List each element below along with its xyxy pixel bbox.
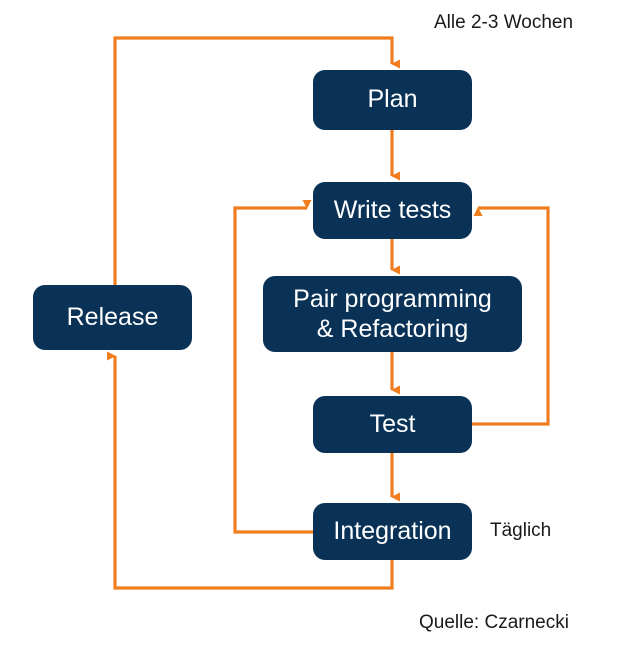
node-pair-programming-label-line1: Pair programming [293,284,492,313]
node-integration[interactable]: Integration [313,503,472,560]
edge-release-to-plan [113,36,400,285]
node-test[interactable]: Test [313,396,472,453]
edge-test-to-write-tests [472,206,550,426]
node-pair-programming-label-line2: & Refactoring [316,315,469,343]
caption-source: Quelle: Czarnecki [419,612,569,633]
node-release-label: Release [66,302,159,331]
node-plan[interactable]: Plan [313,70,472,130]
node-plan-label: Plan [367,85,418,114]
node-write-tests[interactable]: Write tests [313,182,472,239]
caption-cadence: Alle 2-3 Wochen [434,12,574,33]
caption-daily: Täglich [490,520,552,541]
node-pair-programming[interactable]: Pair programming & Refactoring [263,276,522,352]
node-test-label: Test [369,409,416,438]
edge-integration-to-release [107,351,394,590]
node-integration-label: Integration [333,516,452,545]
node-release[interactable]: Release [33,285,192,350]
node-write-tests-label: Write tests [333,195,452,224]
edge-integration-to-write-tests [233,200,313,534]
